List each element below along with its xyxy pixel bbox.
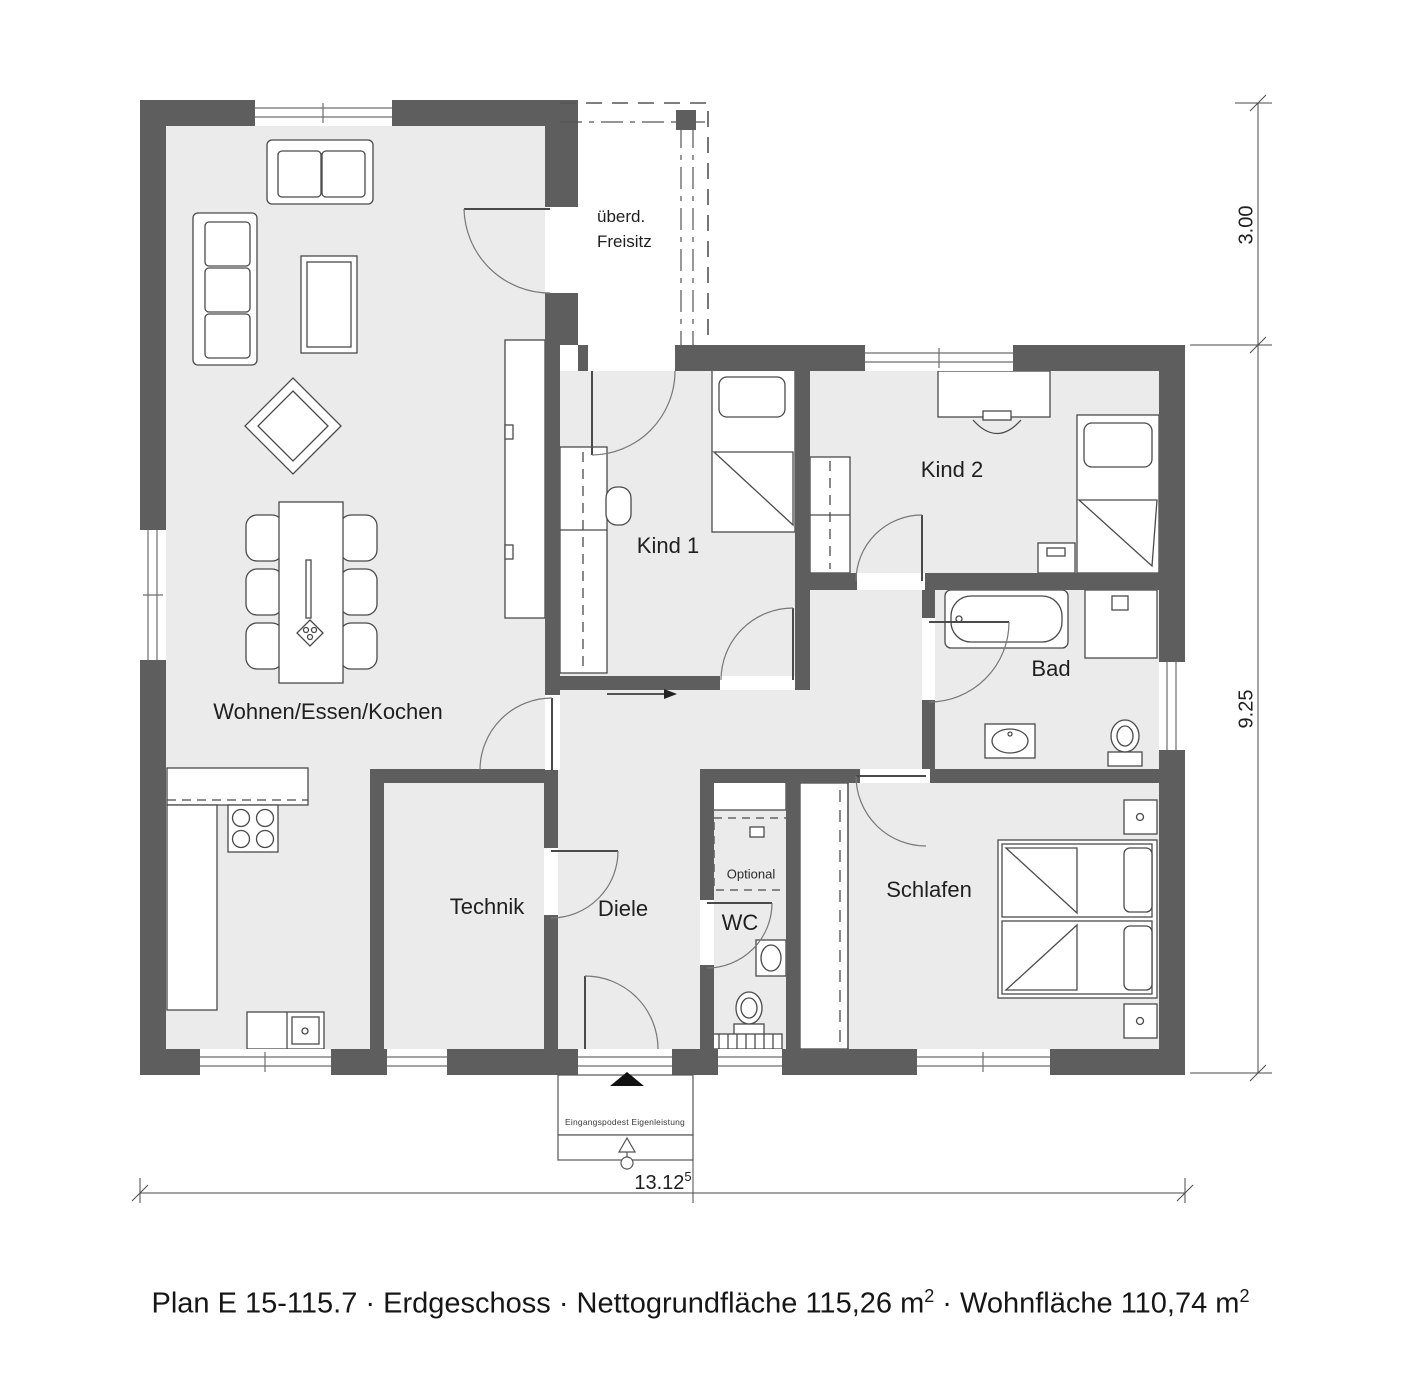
caption-part1: Plan E 15-115.7 · Erdgeschoss · Nettogru… bbox=[151, 1287, 925, 1320]
dimension-house-depth: 9.25 bbox=[1235, 689, 1258, 729]
entrance-platform-label: Eingangspodest Eigenleistung bbox=[565, 1117, 685, 1127]
room-label-freisitz: überd. Freisitz bbox=[597, 204, 652, 254]
coffee-table bbox=[300, 255, 358, 354]
wardrobe-kind2 bbox=[809, 456, 851, 574]
radiator-grate bbox=[709, 1033, 783, 1050]
dining-table bbox=[245, 501, 378, 684]
desk-kind2 bbox=[937, 370, 1051, 434]
room-label-kind1: Kind 1 bbox=[636, 533, 700, 558]
width-sup: 5 bbox=[684, 1169, 692, 1185]
dimension-house-width: 13.125 bbox=[634, 1169, 691, 1195]
window-schlafen-bottom bbox=[917, 1049, 1050, 1075]
kitchen-counter bbox=[166, 767, 309, 1011]
caption-sup2: 2 bbox=[1239, 1286, 1250, 1306]
toilet-bad bbox=[1107, 719, 1143, 767]
chair-kind1 bbox=[605, 486, 632, 526]
nightstand-schlafen-bottom bbox=[1123, 1003, 1158, 1039]
direction-arrow bbox=[607, 689, 677, 699]
room-label-living: Wohnen/Essen/Kochen bbox=[213, 699, 443, 724]
room-label-kind2: Kind 2 bbox=[920, 457, 984, 482]
kitchen-sink bbox=[246, 1011, 325, 1050]
rug bbox=[244, 377, 342, 475]
window-kitchen-bottom bbox=[200, 1049, 331, 1075]
caption-part2: · Wohnfläche 110,74 m bbox=[934, 1287, 1240, 1320]
freisitz-line1: überd. bbox=[597, 207, 646, 226]
washbasin-bad bbox=[984, 723, 1036, 759]
double-bed bbox=[997, 839, 1158, 999]
bed-kind2 bbox=[1076, 414, 1160, 574]
kitchen-tall-cabinets bbox=[504, 339, 546, 619]
washbasin-wc bbox=[755, 939, 787, 977]
entrance-door bbox=[578, 975, 672, 1075]
window-living-left bbox=[140, 530, 166, 660]
window-wc-bottom bbox=[718, 1049, 782, 1075]
door-kind1 bbox=[720, 607, 795, 690]
wardrobe-schlafen bbox=[799, 782, 849, 1050]
plan-caption: Plan E 15-115.7 · Erdgeschoss · Nettogru… bbox=[0, 1286, 1401, 1321]
door-kind2 bbox=[855, 514, 925, 590]
shower bbox=[1084, 589, 1158, 659]
entrance-arrow bbox=[610, 1072, 644, 1086]
door-wc bbox=[700, 900, 773, 969]
nightstand-schlafen-top bbox=[1123, 799, 1158, 835]
room-label-technik: Technik bbox=[449, 894, 525, 919]
floor-area bbox=[166, 126, 1159, 1049]
window-kind2-top bbox=[865, 345, 1013, 371]
bed-kind1 bbox=[711, 369, 796, 533]
room-label-wc: WC bbox=[721, 910, 759, 935]
door-freisitz-kind1 bbox=[588, 345, 676, 456]
width-value: 13.12 bbox=[634, 1171, 685, 1194]
furniture-layer bbox=[166, 139, 1160, 1050]
freisitz-line2: Freisitz bbox=[597, 232, 652, 251]
doors bbox=[463, 207, 1010, 1075]
three-seat-sofa bbox=[192, 212, 258, 366]
room-label-schlafen: Schlafen bbox=[886, 877, 972, 902]
loveseat-sofa bbox=[266, 139, 374, 205]
toilet-wc bbox=[733, 991, 765, 1037]
window-technik-bottom bbox=[387, 1049, 447, 1075]
nightstand-kind2 bbox=[1037, 542, 1076, 574]
optional-label: Optional bbox=[726, 866, 776, 882]
room-label-diele: Diele bbox=[597, 896, 649, 921]
door-bad bbox=[922, 618, 1010, 703]
freisitz-outline bbox=[560, 102, 709, 345]
room-label-bad: Bad bbox=[1031, 656, 1071, 681]
door-living-freisitz bbox=[463, 207, 578, 294]
caption-sup1: 2 bbox=[924, 1286, 935, 1306]
entrance-podest bbox=[557, 1074, 694, 1170]
wardrobe-kind1 bbox=[559, 446, 608, 674]
dimension-lines bbox=[131, 94, 1272, 1203]
dimension-freisitz-depth: 3.00 bbox=[1235, 205, 1258, 245]
stove bbox=[227, 804, 279, 853]
door-technik bbox=[544, 848, 619, 919]
freisitz-post bbox=[676, 110, 696, 130]
door-schlafen bbox=[855, 769, 930, 847]
window-living-top bbox=[255, 100, 392, 126]
door-living-hall bbox=[479, 695, 560, 771]
bathtub bbox=[944, 589, 1069, 649]
window-bad-right bbox=[1159, 662, 1185, 750]
windows bbox=[140, 100, 1185, 1075]
